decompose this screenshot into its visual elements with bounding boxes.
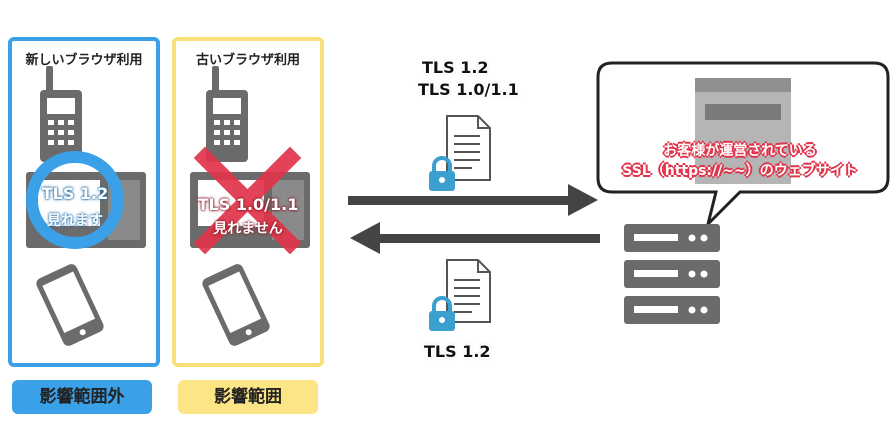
request-tls-line1: TLS 1.2 [422,58,489,77]
new-browser-title: 新しいブラウザ利用 [25,53,143,68]
ok-circle-icon [26,151,124,249]
server-icon [624,224,720,324]
new-browser-panel: 新しいブラウザ利用 [8,37,160,367]
request-arrow-icon [348,184,598,216]
old-browser-title: 古いブラウザ利用 [195,53,300,68]
locked-document-response-icon [429,259,491,331]
locked-document-icon [429,115,491,191]
out-of-scope-badge: 影響範囲外 [12,380,152,414]
in-scope-badge: 影響範囲 [178,380,318,414]
new-status-label: 見れます [47,213,103,229]
response-tls: TLS 1.2 [424,342,491,361]
old-browser-panel: 古いブラウザ利用 [172,37,324,367]
speech-bubble [596,61,890,229]
browser-window-icon [695,78,791,184]
smartphone-icon [36,264,104,346]
website-description-line2: SSL（https://~~）のウェブサイト [622,163,858,179]
website-description-line1: お客様が運営されている [663,143,817,159]
old-feature-phone-icon [206,66,248,162]
new-tls-version: TLS 1.2 [41,184,109,203]
old-smartphone-icon [202,264,270,346]
old-tls-version: TLS 1.0/1.1 [197,195,299,214]
response-arrow-icon [350,222,600,254]
request-tls-line2: TLS 1.0/1.1 [418,80,519,99]
feature-phone-icon [40,66,82,162]
ng-cross-icon [193,146,302,255]
old-status-label: 見れません [213,221,283,237]
